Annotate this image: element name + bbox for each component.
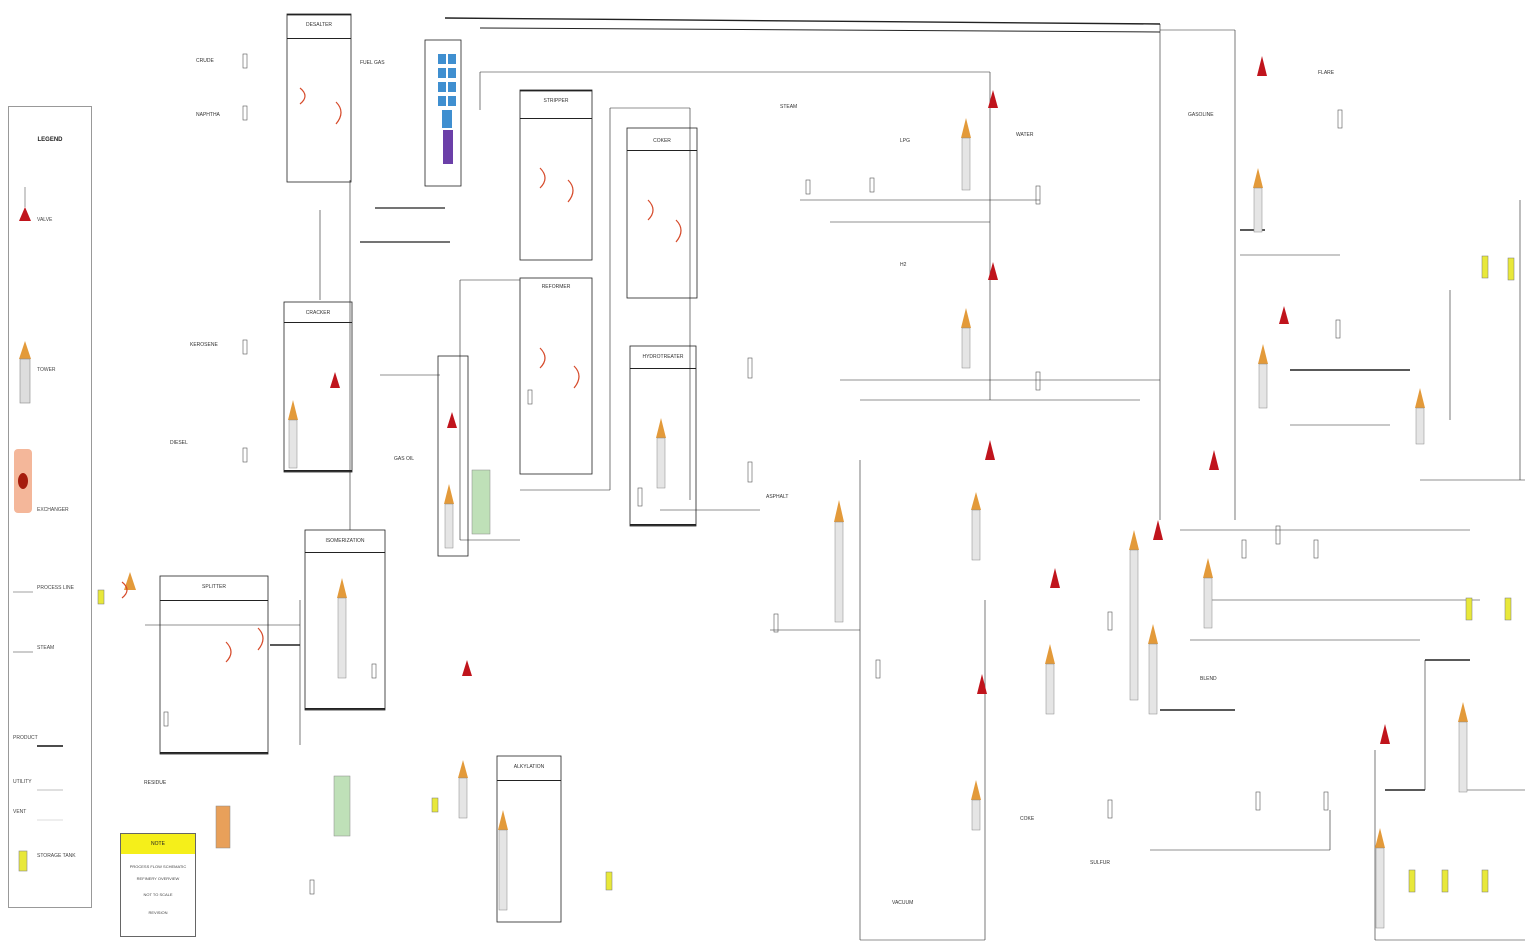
legend-title: LEGEND <box>37 137 63 143</box>
instruments <box>163 53 1343 895</box>
stream-label-residue: RESIDUE <box>144 780 167 786</box>
top-header-line <box>444 17 1161 25</box>
stream-label-crude: CRUDE <box>196 58 214 64</box>
stream-label-gas-oil: GAS OIL <box>394 456 415 462</box>
stream-label-vacuum: VACUUM <box>892 900 914 906</box>
stream-label-gasoline: GASOLINE <box>1188 112 1214 118</box>
stream-label-h2: H2 <box>900 262 907 268</box>
note-line-4: REVISION <box>148 910 168 915</box>
stream-label-asphalt: ASPHALT <box>766 494 789 500</box>
process-line-icon <box>13 591 33 593</box>
unit-title-4: COKER <box>653 138 671 144</box>
stream-label-water: WATER <box>1016 132 1034 138</box>
tower-icon <box>19 341 31 404</box>
stream-label-coke: COKE <box>1020 816 1035 822</box>
product-line-icon <box>37 745 63 747</box>
storage-tanks <box>97 255 1515 893</box>
stream-label-diesel: DIESEL <box>170 440 188 446</box>
note-line-3: NOT TO SCALE <box>143 892 173 897</box>
towers <box>124 118 1468 929</box>
steam-line-icon <box>13 651 33 653</box>
legend-panel: LEGEND VALVE TOWER EXCHANGER PROCESS LIN… <box>8 106 92 908</box>
green-unit-1 <box>471 469 491 535</box>
unit-title-6: CRACKER <box>305 310 331 316</box>
valves <box>330 56 1390 744</box>
orange-tank <box>215 805 231 849</box>
note-line-1: PROCESS FLOW SCHEMATIC <box>129 864 187 869</box>
reactor-stack <box>438 54 456 164</box>
stream-label-naphtha: NAPHTHA <box>196 112 220 118</box>
unit-title-5: HYDROTREATER <box>642 354 684 360</box>
unit-title-9: ALKYLATION <box>513 764 545 770</box>
note-line-2: REFINERY OVERVIEW <box>136 876 180 881</box>
unit-title-8: ISOMERIZATION <box>325 538 365 544</box>
stream-label-steam: STEAM <box>780 104 798 110</box>
unit-title-2: STRIPPER <box>543 98 569 104</box>
storage-tank-icon <box>18 850 28 872</box>
stream-label-fuel-gas: FUEL GAS <box>360 60 385 66</box>
mixers <box>121 87 682 663</box>
note-box: NOTE PROCESS FLOW SCHEMATIC REFINERY OVE… <box>120 833 196 937</box>
heat-exchanger-icon <box>14 449 32 513</box>
green-unit-2 <box>333 775 351 837</box>
stream-label-blend: BLEND <box>1200 676 1217 682</box>
vent-line-icon <box>37 819 63 821</box>
valve-icon <box>19 187 31 221</box>
stream-label-kerosene: KEROSENE <box>190 342 218 348</box>
note-title: NOTE <box>121 834 195 854</box>
stream-label-flare: FLARE <box>1318 70 1335 76</box>
unit-title-3: REFORMER <box>541 284 571 290</box>
stream-label-sulfur: SULFUR <box>1090 860 1111 866</box>
stream-label-lpg: LPG <box>900 138 911 144</box>
unit-title-1: DESALTER <box>305 22 333 28</box>
utility-line-icon <box>37 789 63 791</box>
unit-title-7: SPLITTER <box>202 584 226 590</box>
